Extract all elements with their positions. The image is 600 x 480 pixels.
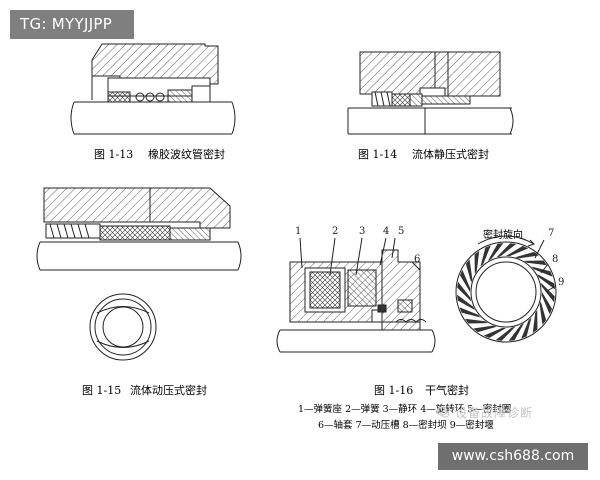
callout-3: 3 bbox=[359, 226, 365, 237]
site-badge: www.csh688.com bbox=[438, 443, 588, 470]
tg-badge: TG: MYYJJPP bbox=[10, 10, 134, 39]
figure-1-16-caption: 图 1-16 干气密封 1—弹簧座 2—弹簧 3—静环 4—旋转环 5—密封圈 … bbox=[298, 383, 511, 431]
spiral-groove bbox=[457, 281, 472, 302]
spiral-groove bbox=[506, 245, 529, 257]
spiral-groove bbox=[488, 243, 504, 261]
spiral-groove bbox=[524, 260, 548, 266]
spiral-groove bbox=[464, 318, 488, 324]
figure-1-14-drawing bbox=[347, 51, 514, 135]
callout-1: 1 bbox=[295, 226, 301, 237]
figure-1-15-ring bbox=[89, 293, 157, 361]
figure-1-16-callouts: 1 2 3 4 5 6 7 8 9 bbox=[295, 226, 564, 288]
figure-1-14-caption: 图 1-14 流体静压式密封 bbox=[358, 147, 489, 161]
spiral-groove bbox=[459, 307, 481, 318]
callout-5: 5 bbox=[398, 226, 404, 237]
figure-1-16-number: 图 1-16 bbox=[374, 384, 413, 397]
spiral-groove bbox=[474, 250, 480, 274]
figure-1-13-title: 橡胶波纹管密封 bbox=[148, 147, 225, 161]
figure-1-15-number: 图 1-15 bbox=[82, 384, 121, 397]
callout-9: 9 bbox=[558, 277, 564, 288]
figure-1-16-legend-line-1: 1—弹簧座 2—弹簧 3—静环 4—旋转环 5—密封圈 bbox=[298, 403, 511, 415]
callout-4: 4 bbox=[383, 226, 389, 237]
wechat-icon bbox=[436, 406, 450, 418]
figure-1-16-disc bbox=[455, 235, 557, 343]
callout-7: 7 bbox=[548, 228, 554, 239]
spiral-groove bbox=[483, 327, 506, 339]
spiral-groove bbox=[465, 259, 473, 283]
spiral-groove bbox=[515, 251, 539, 259]
spiral-grooves bbox=[457, 243, 555, 341]
spiral-groove bbox=[541, 292, 553, 315]
spiral-groove bbox=[480, 245, 491, 267]
spiral-groove bbox=[537, 274, 555, 290]
callout-6: 6 bbox=[414, 254, 420, 265]
figure-1-13-number: 图 1-13 bbox=[94, 148, 133, 161]
figure-1-15-drawing bbox=[36, 187, 242, 271]
spiral-groove bbox=[473, 325, 497, 333]
figure-1-15-caption: 图 1-15 流体动压式密封 bbox=[82, 383, 207, 397]
figure-1-15-title: 流体动压式密封 bbox=[130, 383, 207, 397]
spiral-groove bbox=[532, 310, 538, 334]
figure-1-16-legend-line-2: 6—轴套 7—动压槽 8—密封坝 9—密封堰 bbox=[318, 419, 494, 431]
figure-1-14-number: 图 1-14 bbox=[358, 148, 397, 161]
figure-1-13-caption: 图 1-13 橡胶波纹管密封 bbox=[94, 147, 225, 161]
spiral-groove bbox=[496, 243, 517, 258]
figure-1-16-title: 干气密封 bbox=[425, 383, 469, 397]
spiral-groove bbox=[540, 282, 555, 303]
spiral-groove bbox=[457, 294, 475, 310]
callout-8: 8 bbox=[552, 254, 558, 265]
spiral-groove bbox=[521, 317, 532, 339]
spiral-groove bbox=[495, 326, 516, 341]
watermark-text: 设备故障诊断 bbox=[455, 406, 534, 420]
rotation-label: 密封旋向 bbox=[483, 228, 523, 241]
callout-2: 2 bbox=[332, 226, 338, 237]
spiral-groove bbox=[508, 323, 524, 341]
figure-1-16-drawing bbox=[276, 237, 436, 353]
spiral-groove bbox=[539, 301, 547, 325]
spiral-groove bbox=[459, 269, 471, 292]
figure-1-14-title: 流体静压式密封 bbox=[412, 147, 489, 161]
figure-1-13-drawing bbox=[70, 43, 236, 135]
